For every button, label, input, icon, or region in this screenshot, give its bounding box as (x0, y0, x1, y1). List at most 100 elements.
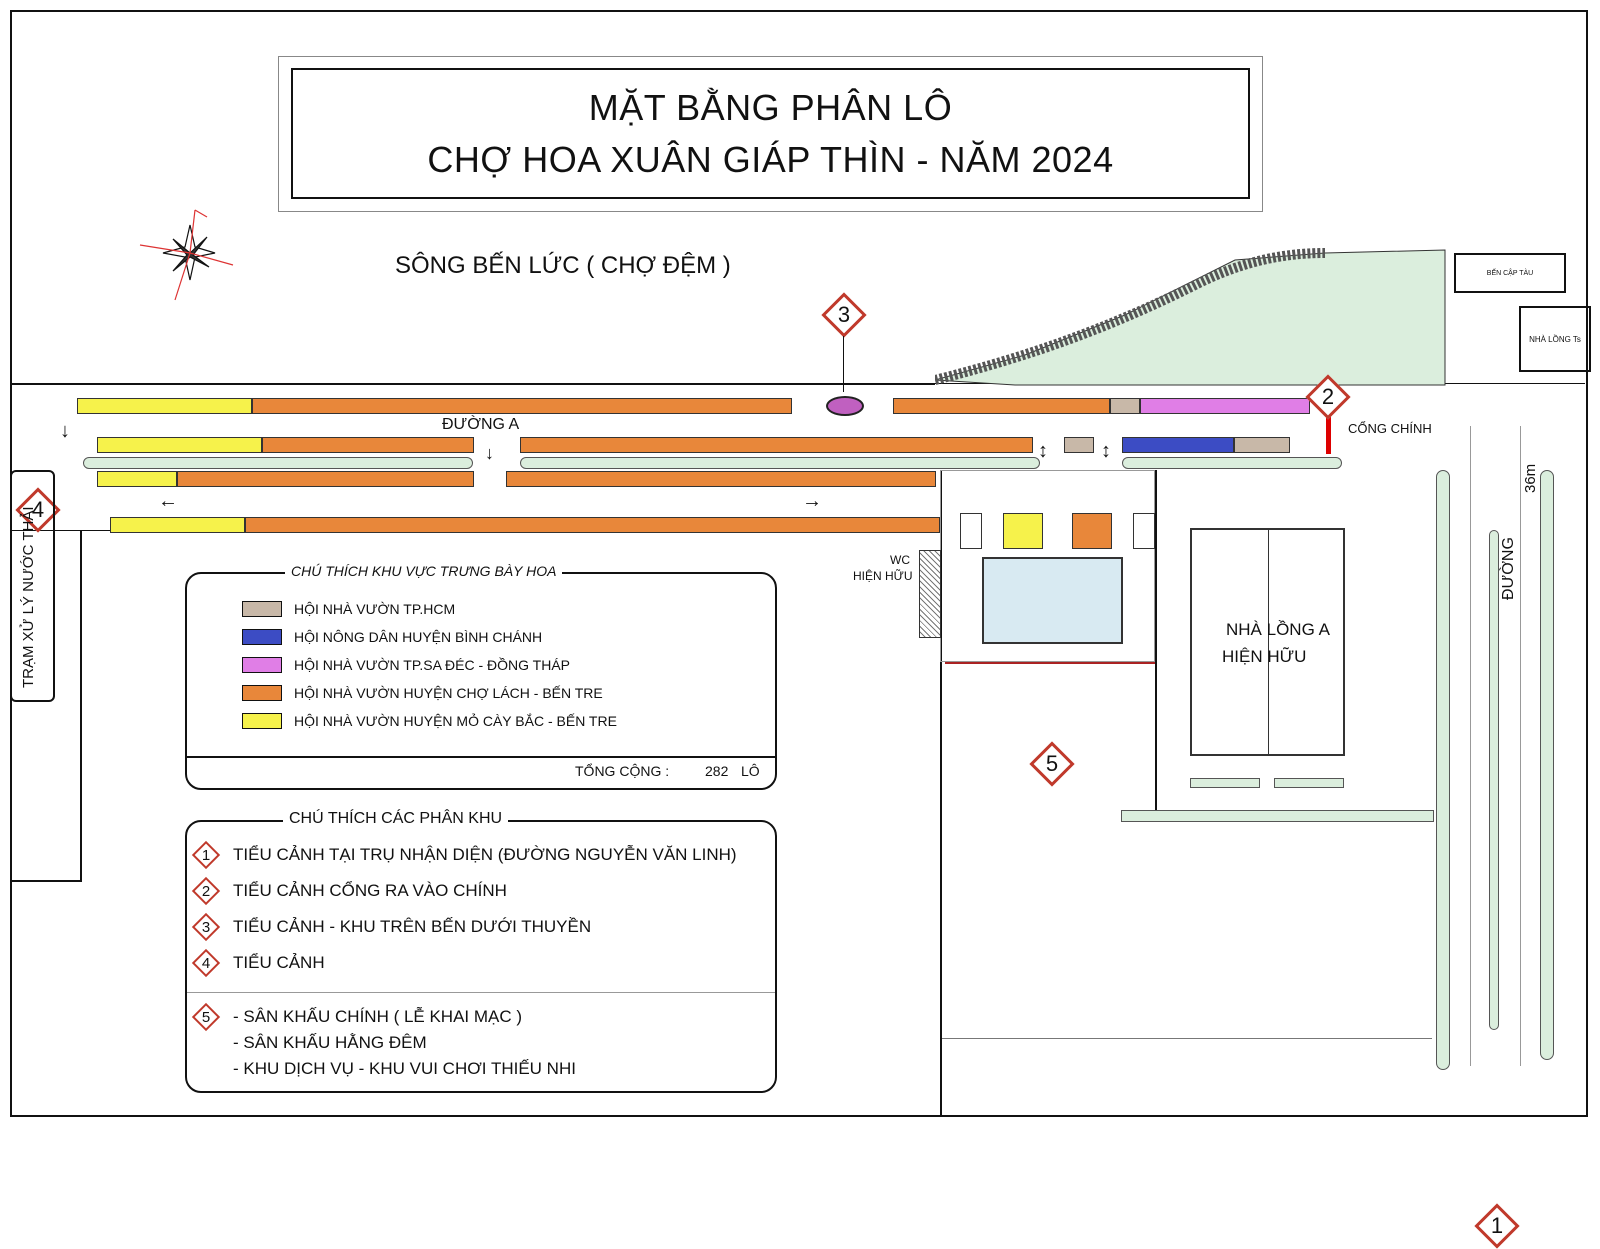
zone-label: TIỂU CẢNH TẠI TRỤ NHẬN DIỆN (ĐƯỜNG NGUYỄ… (233, 845, 737, 864)
road-36m-width: 36m (1522, 463, 1539, 493)
title-line-2: CHỢ HOA XUÂN GIÁP THÌN - NĂM 2024 (427, 138, 1114, 180)
legend-item-sa-dec: HỘI NHÀ VƯỜN TP.SA ĐÉC - ĐỒNG THÁP (242, 654, 570, 676)
stall-row-orange-2 (893, 398, 1110, 414)
road-36m-edge-east (1520, 426, 1521, 1066)
map-marker-4: 4 (16, 488, 60, 532)
stall-row-orange-5 (177, 471, 474, 487)
wc-label-2: HIỆN HỮU (853, 569, 913, 583)
legend-swatch (242, 657, 282, 673)
zone-marker: 5 (193, 1004, 219, 1030)
hall-a-label-2: HIỆN HỮU (1222, 647, 1307, 666)
arrow-down-icon-2: ↓ (485, 443, 494, 463)
legend-item-binh-chanh: HỘI NÔNG DÂN HUYỆN BÌNH CHÁNH (242, 626, 542, 648)
zone-label: TIỂU CẢNH CỔNG RA VÀO CHÍNH (233, 881, 507, 900)
stall-row-orange-6 (506, 471, 936, 487)
water-plant-box (10, 470, 55, 702)
stall-row-blue (1122, 437, 1234, 453)
arrow-down-icon: ↓ (60, 420, 70, 442)
main-stage (982, 557, 1123, 644)
road-36m-east-verge (1540, 470, 1554, 1060)
zone-item-2: 2 TIỂU CẢNH CỔNG RA VÀO CHÍNH (193, 878, 507, 904)
compass-icon (139, 209, 234, 301)
arrow-right-icon: → (802, 490, 822, 512)
stall-row-orange-7 (245, 517, 940, 533)
legend-item-mo-cay-bac: HỘI NHÀ VƯỜN HUYỆN MỎ CÀY BẮC - BẾN TRE (242, 710, 617, 732)
booth-block-orange (1072, 513, 1112, 549)
booth-block-yellow (1003, 513, 1043, 549)
legend-item-cho-lach: HỘI NHÀ VƯỜN HUYỆN CHỢ LÁCH - BẾN TRE (242, 682, 603, 704)
stall-row-orange-1 (252, 398, 792, 414)
booth-block-6-12 (1133, 513, 1155, 549)
stall-row-grey-3 (1234, 437, 1290, 453)
map-marker-1: 1 (1475, 1204, 1519, 1248)
legend-label: HỘI NHÀ VƯỜN HUYỆN CHỢ LÁCH - BẾN TRE (294, 685, 603, 701)
zone-stage-line: - SÂN KHẤU CHÍNH ( LỄ KHAI MẠC ) (233, 1007, 523, 1026)
booth-block-1-7 (960, 513, 982, 549)
map-marker-5: 5 (1030, 742, 1074, 786)
zone-marker: 1 (193, 842, 219, 868)
stall-row-yellow-1 (77, 398, 252, 414)
legend-label: HỘI NHÀ VƯỜN TP.HCM (294, 601, 456, 617)
west-boundary-bottom (10, 880, 82, 882)
legend-swatch (242, 685, 282, 701)
stall-row-grey-2 (1064, 437, 1094, 453)
main-gate-label: CỔNG CHÍNH (1348, 421, 1432, 436)
legend-total-row: TỔNG CỘNG : 282 LÔ (187, 756, 775, 788)
legend-label: HỘI NHÀ VƯỜN HUYỆN MỎ CÀY BẮC - BẾN TRE (294, 713, 617, 729)
legend-swatch (242, 629, 282, 645)
zone-stage-line: - SÂN KHẤU HẰNG ĐÊM (233, 1033, 427, 1052)
wc-label-1: WC (890, 553, 910, 567)
south-boundary-line (942, 1038, 1432, 1039)
map-marker-2: 2 (1306, 375, 1350, 419)
median-strip-east (520, 457, 1040, 469)
zone-label: TIỂU CẢNH - KHU TRÊN BẾN DƯỚI THUYỀN (233, 917, 592, 936)
stall-row-pink (1140, 398, 1310, 414)
legend-label: HỘI NHÀ VƯỜN TP.SA ĐÉC - ĐỒNG THÁP (294, 657, 571, 673)
west-boundary-line (80, 530, 82, 880)
river-bank-line (10, 383, 935, 385)
zone-marker: 3 (193, 914, 219, 940)
zone-item-3: 3 TIỂU CẢNH - KHU TRÊN BẾN DƯỚI THUYỀN (193, 914, 591, 940)
title-outer-box (278, 56, 1263, 212)
road-36m-edge-west (1470, 426, 1471, 1066)
updown-arrow-icon: ↕ (1038, 440, 1048, 462)
legend-swatch (242, 713, 282, 729)
stage-south-line (945, 662, 1155, 664)
stall-row-orange-3 (262, 437, 474, 453)
river-label: SÔNG BẾN LỨC ( CHỢ ĐỆM ) (395, 252, 731, 279)
zone-label: TIỂU CẢNH (233, 953, 325, 972)
stall-row-yellow-4 (110, 517, 245, 533)
zone-item-4: 4 TIỂU CẢNH (193, 950, 325, 976)
legend-item-hcm: HỘI NHÀ VƯỜN TP.HCM (242, 598, 455, 620)
hall-a-planter-2 (1274, 778, 1344, 788)
stall-row-grey-1 (1110, 398, 1140, 414)
road-36m-label: ĐƯỜNG (1500, 537, 1517, 600)
hall-a-label-1: NHÀ LỒNG A (1226, 620, 1330, 639)
hall-a-building (1190, 528, 1345, 756)
title-box: MẶT BẰNG PHÂN LÔ CHỢ HOA XUÂN GIÁP THÌN … (291, 68, 1250, 199)
ferry-building: BẾN CẬP TÀU (1454, 253, 1566, 293)
stall-row-orange-4 (520, 437, 1033, 453)
legend-label: HỘI NÔNG DÂN HUYỆN BÌNH CHÁNH (294, 629, 543, 645)
stage-area-west-line (940, 470, 942, 1115)
zone-item-1: 1 TIỂU CẢNH TẠI TRỤ NHẬN DIỆN (ĐƯỜNG NGU… (193, 842, 737, 868)
road-36m-median (1489, 530, 1499, 1030)
main-gate-bar (1326, 396, 1331, 454)
zone-item-5: 5 - SÂN KHẤU CHÍNH ( LỄ KHAI MẠC ) - SÂN… (193, 1004, 576, 1082)
legend-flower-areas: HỘI NHÀ VƯỜN TP.HCM HỘI NÔNG DÂN HUYỆN B… (185, 572, 777, 790)
zone-stage-line: - KHU DỊCH VỤ - KHU VUI CHƠI THIẾU NHI (233, 1059, 576, 1078)
riverside-green-area (935, 248, 1446, 386)
median-strip-west (83, 457, 473, 469)
wc-building (919, 550, 941, 638)
zone-marker: 2 (193, 878, 219, 904)
zones-title: CHÚ THÍCH CÁC PHÂN KHU (283, 810, 509, 828)
stall-row-yellow-3 (97, 471, 177, 487)
median-strip-gate (1122, 457, 1342, 469)
zone-marker: 4 (193, 950, 219, 976)
stall-row-yellow-2 (97, 437, 262, 453)
zones-divider (187, 992, 775, 993)
title-line-1: MẶT BẰNG PHÂN LÔ (588, 86, 953, 128)
legend-total-value: 282 (705, 763, 729, 779)
updown-arrow-icon-2: ↕ (1101, 440, 1111, 462)
legend-total-unit: LÔ (741, 763, 760, 779)
